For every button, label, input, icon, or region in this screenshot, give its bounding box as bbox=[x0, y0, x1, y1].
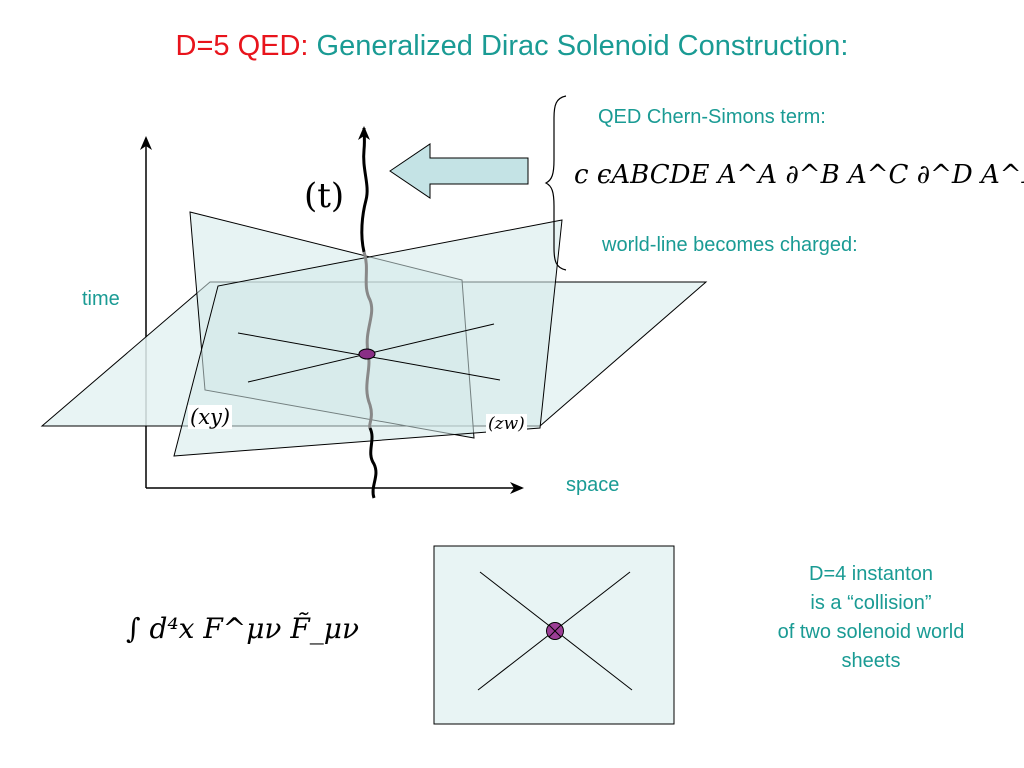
chern-simons-heading: QED Chern-Simons term: bbox=[598, 106, 826, 128]
instanton-caption-line: sheets bbox=[841, 650, 901, 672]
title-rest: Generalized Dirac Solenoid Construction: bbox=[308, 30, 849, 62]
left-brace-icon bbox=[544, 95, 567, 271]
instanton-caption-line: of two solenoid world bbox=[777, 621, 965, 643]
plane-zw-label: (zw) bbox=[486, 414, 527, 434]
time-axis-label: time bbox=[82, 288, 120, 310]
title-prefix: D=5 QED: bbox=[175, 30, 309, 62]
instanton-integral-formula: ∫ d⁴x F^μν F̃_μν bbox=[126, 612, 359, 645]
instanton-caption: D=4 instanton is a “collision” of two so… bbox=[716, 560, 1024, 676]
intersection-point bbox=[358, 348, 376, 360]
worldline-label: (t) bbox=[304, 176, 345, 216]
plane-xy-label: (xy) bbox=[188, 405, 233, 429]
worldline-upper bbox=[358, 126, 371, 253]
instanton-caption-line: D=4 instanton bbox=[809, 563, 933, 585]
worldline-lower bbox=[368, 427, 378, 499]
crossed-circle-icon bbox=[546, 622, 564, 640]
page-title: D=5 QED: Generalized Dirac Solenoid Cons… bbox=[0, 30, 1024, 63]
chern-simons-formula: c ϵABCDE A^A ∂^B A^C ∂^D A^E bbox=[574, 160, 1024, 190]
left-arrow-icon bbox=[389, 143, 529, 199]
chern-simons-caption: world-line becomes charged: bbox=[602, 234, 858, 256]
instanton-caption-line: is a “collision” bbox=[810, 592, 932, 614]
space-axis-label: space bbox=[566, 474, 620, 496]
